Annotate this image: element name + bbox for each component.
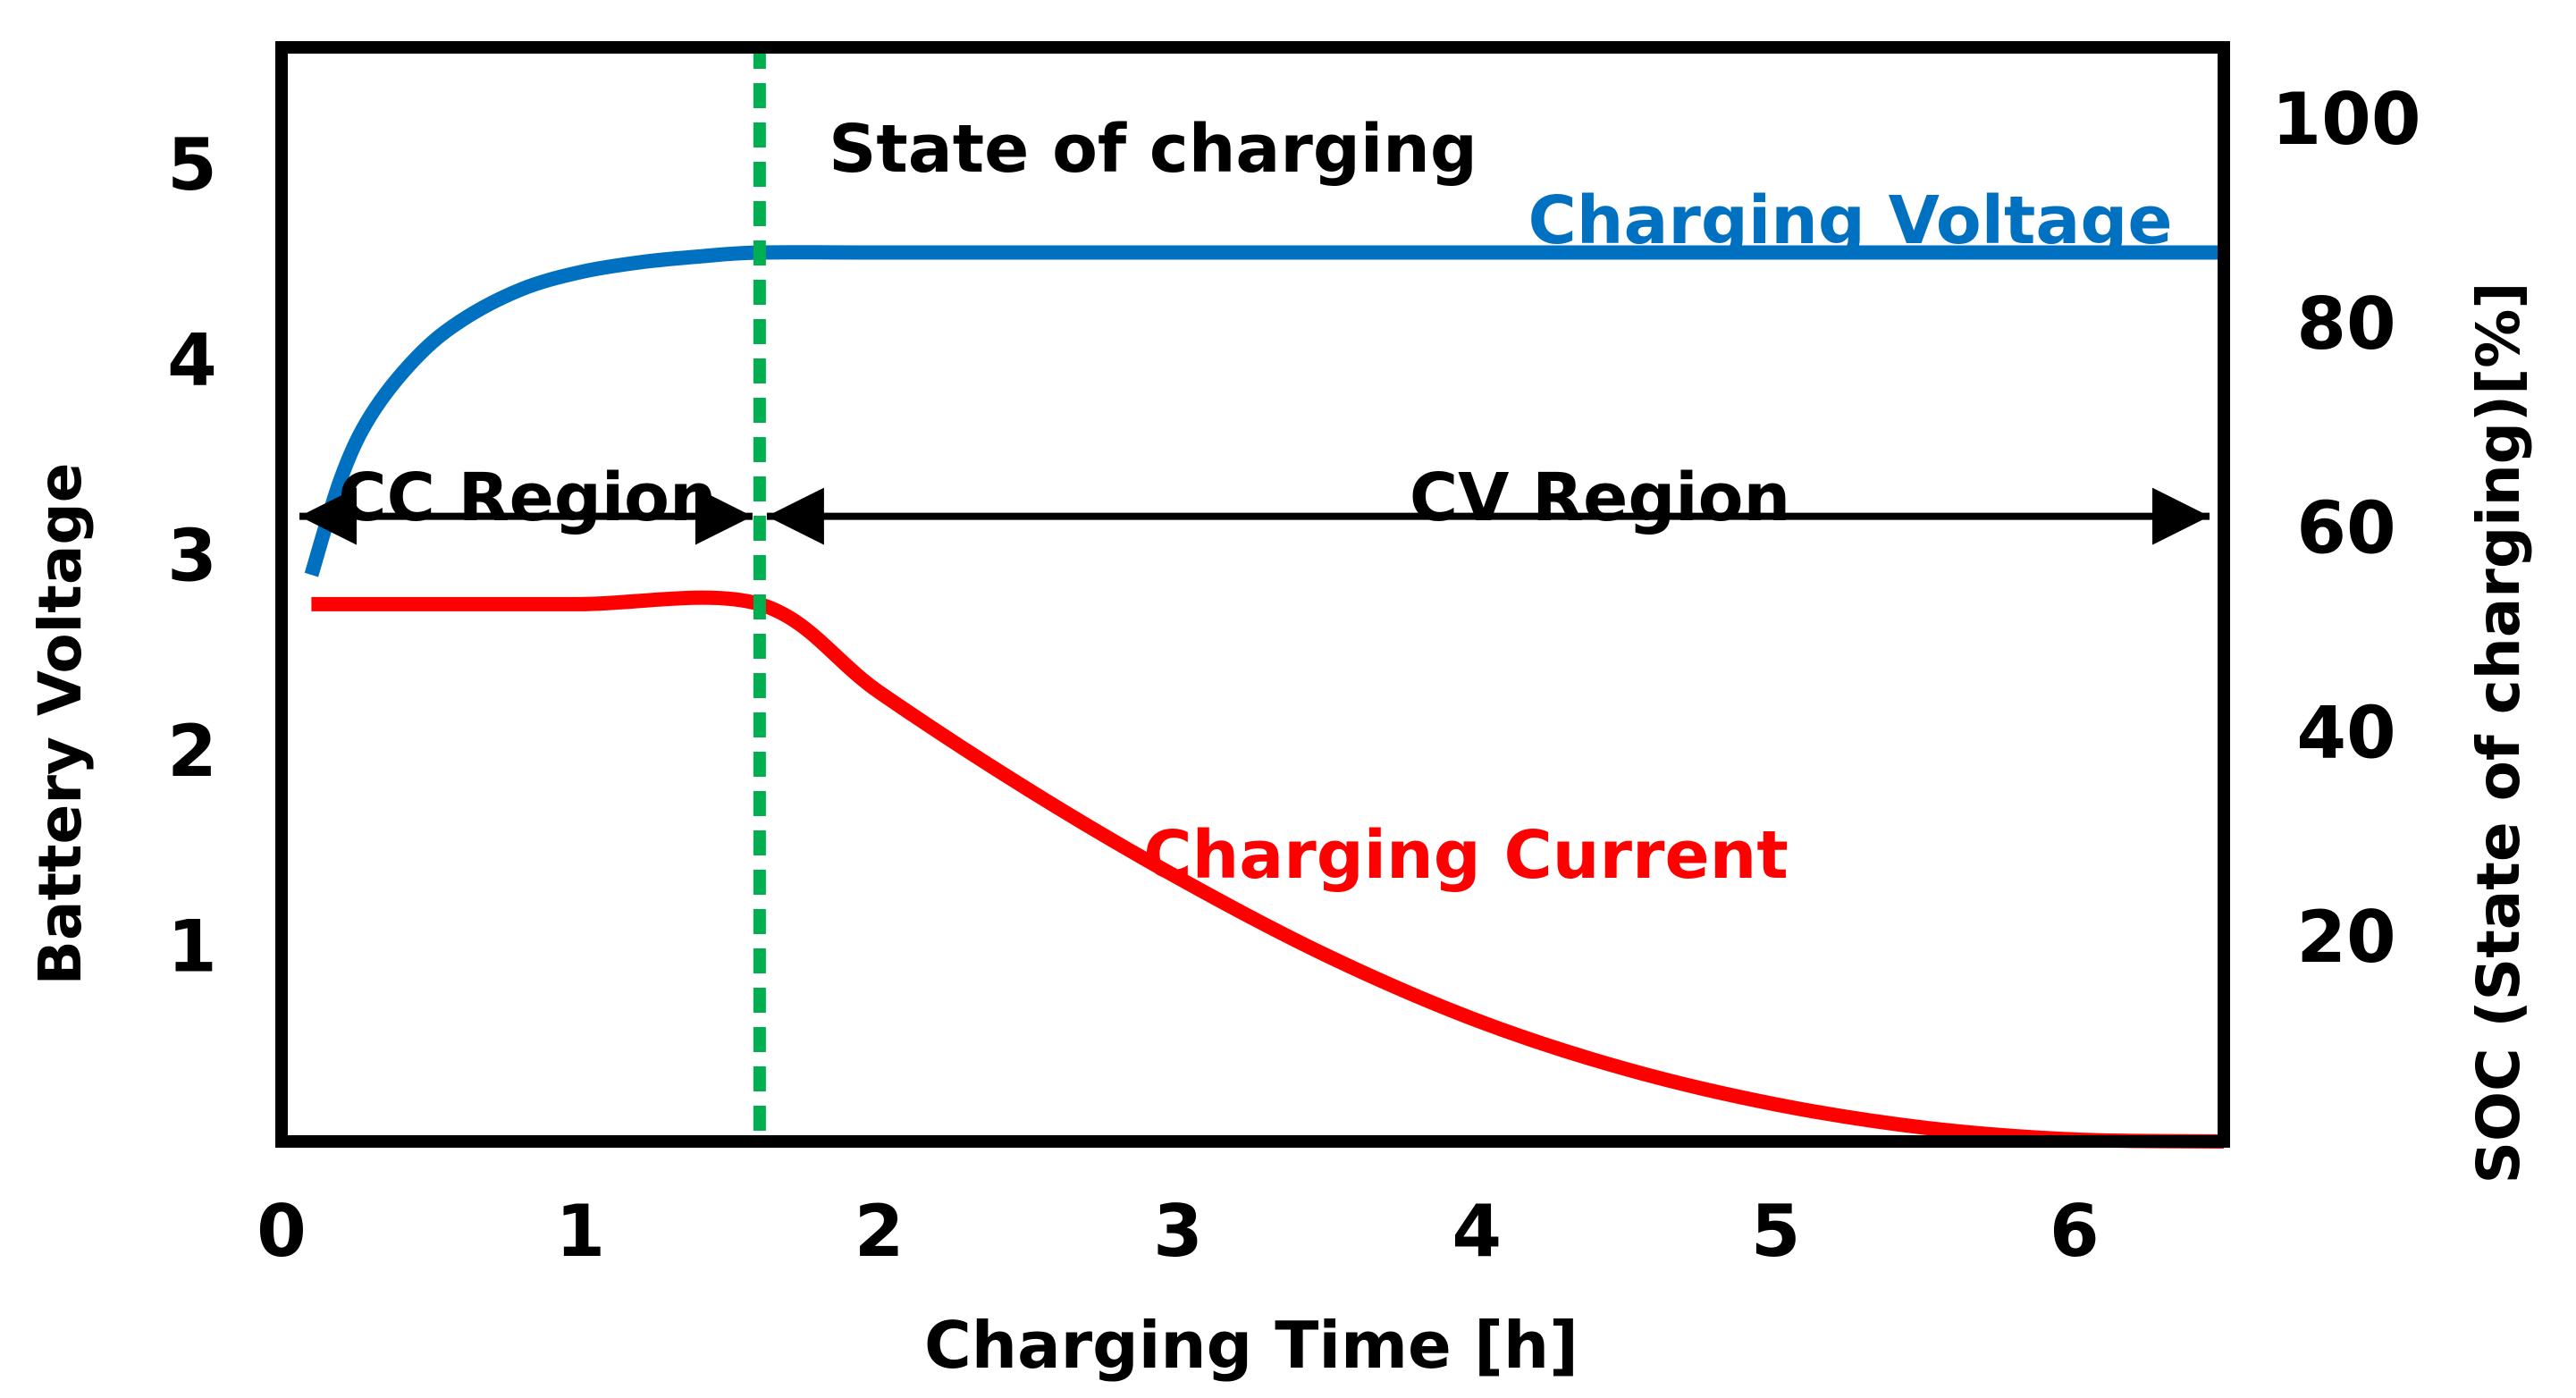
cc-region-label: CC Region xyxy=(338,459,716,536)
x-tick-label: 0 xyxy=(257,1190,307,1273)
y2-axis-label: SOC (State of charging)[%] xyxy=(2464,282,2533,1183)
y-tick-label: 3 xyxy=(167,514,217,597)
series-line-0 xyxy=(304,245,2224,577)
y-tick-label: 1 xyxy=(167,905,217,988)
y-tick-label: 5 xyxy=(167,123,217,206)
plot-frame xyxy=(275,41,2230,1148)
x-tick-label: 5 xyxy=(1751,1190,1801,1273)
x-tick-label: 3 xyxy=(1153,1190,1203,1273)
state-of-charging-label: State of charging xyxy=(829,111,1477,188)
x-tick-label: 6 xyxy=(2050,1190,2100,1273)
charging-current-label: Charging Current xyxy=(1143,817,1788,894)
series-line-1 xyxy=(311,590,2225,1149)
x-axis-label: Charging Time [h] xyxy=(924,1308,1578,1383)
cv-region-label: CV Region xyxy=(1410,459,1790,536)
x-tick-label: 2 xyxy=(854,1190,905,1273)
y2-tick-label: 40 xyxy=(2296,691,2395,774)
x-tick-label: 4 xyxy=(1452,1190,1502,1273)
y-tick-label: 2 xyxy=(167,710,217,793)
y2-tick-label: 80 xyxy=(2296,282,2395,366)
y2-tick-label: 20 xyxy=(2296,896,2395,979)
y2-tick-label: 60 xyxy=(2296,487,2395,570)
y-tick-label: 4 xyxy=(167,319,217,402)
plot-layer xyxy=(299,44,2225,1149)
y2-tick-label: 100 xyxy=(2272,78,2421,161)
charging-voltage-label: Charging Voltage xyxy=(1528,182,2172,259)
y-axis-label: Battery Voltage xyxy=(26,463,95,986)
x-tick-label: 1 xyxy=(555,1190,605,1273)
